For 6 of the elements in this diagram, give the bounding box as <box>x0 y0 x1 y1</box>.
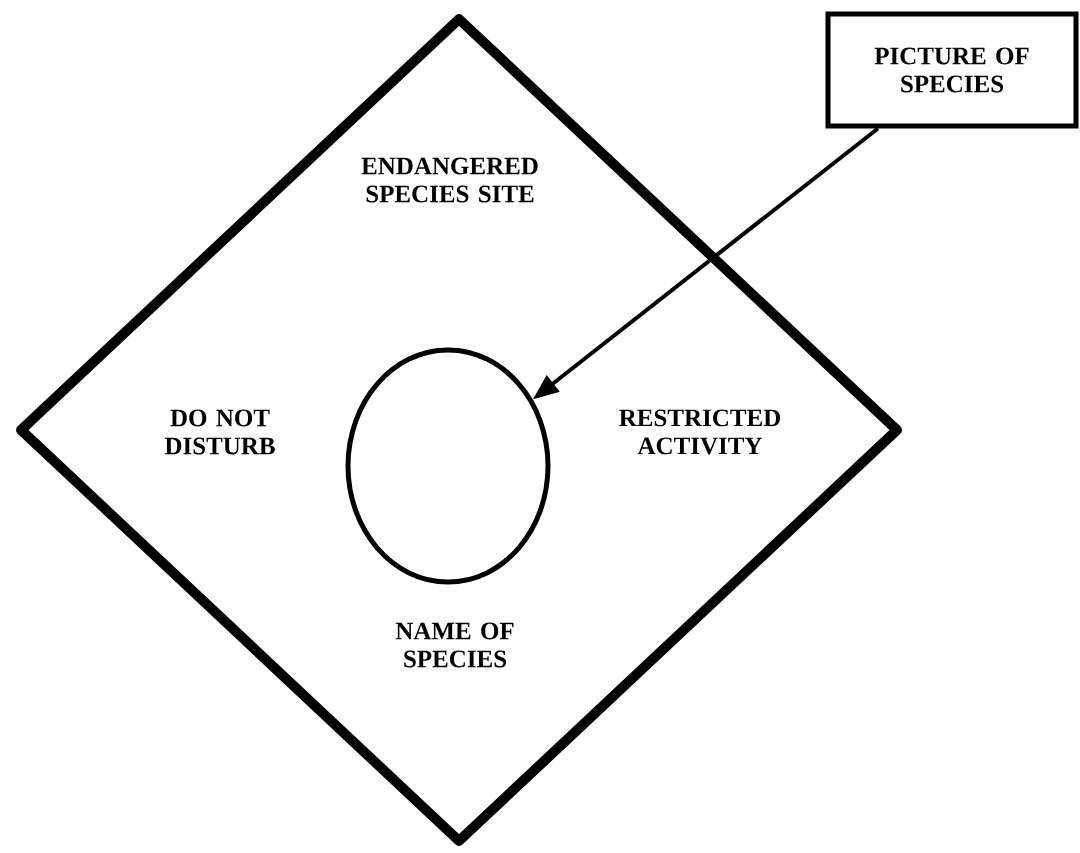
sign-text: NAME OF SPECIES <box>395 622 514 668</box>
label-box: PICTURE OF SPECIES <box>825 11 1079 129</box>
sign-text: RESTRICTED ACTIVITY <box>619 409 781 455</box>
sign-text: DO NOT DISTURB <box>164 409 275 455</box>
sign-text: ENDANGERED SPECIES SITE <box>361 157 538 203</box>
oval <box>345 347 551 585</box>
